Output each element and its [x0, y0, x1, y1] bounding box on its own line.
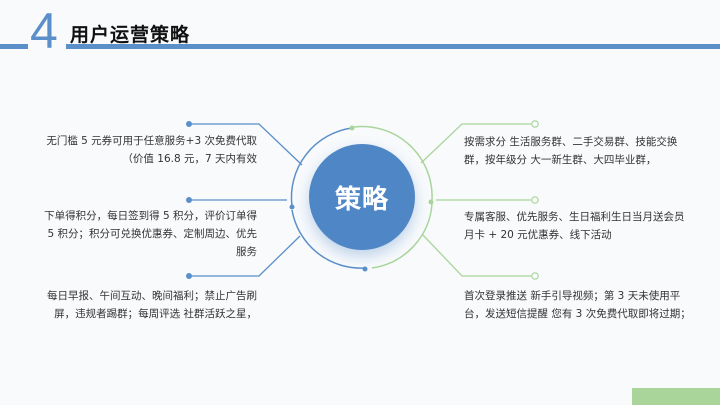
- ring-arc-right-bottom: [371, 203, 433, 269]
- page-title: 用户运营策略: [70, 24, 191, 46]
- right-item-1: 按需求分 生活服务群、二手交易群、技能交换群，按年级分 大一新生群、大四毕业群，: [464, 136, 678, 166]
- bullet-ring-icon: [531, 120, 539, 128]
- bullet-dot-icon: [186, 197, 192, 203]
- center-strategy-circle: 策略: [309, 144, 415, 250]
- right-item-3: 首次登录推送 新手引导视频；第 3 天未使用平台，发送短信提醒 您有 3 次免费…: [464, 290, 691, 320]
- bullet-dot-icon: [186, 273, 192, 279]
- ring-arc-left-top: [290, 127, 353, 207]
- header-rule-right: [66, 44, 720, 49]
- corner-accent-block: [632, 388, 720, 405]
- left-item-3: 每日早报、午间互动、晚间福利；禁止广告刷屏，违规者踢群；每周评选 社群活跃之星，: [47, 290, 257, 320]
- bullet-ring-icon: [531, 272, 539, 280]
- bullet-dot-icon: [186, 121, 192, 127]
- left-item-1: 无门槛 5 元券可用于任意服务+3 次免费代取（价值 16.8 元，7 天内有效: [46, 135, 257, 165]
- ring-arc-left-bottom: [291, 209, 366, 269]
- bullet-ring-icon: [531, 196, 539, 204]
- left-item-2: 下单得积分，每日签到得 5 积分，评价订单得 5 积分；积分可兑换优惠券、定制周…: [44, 210, 257, 258]
- section-number: 4: [30, 3, 58, 59]
- center-label: 策略: [334, 184, 389, 215]
- header-rule-left: [0, 44, 28, 49]
- ring-arc-right-top: [353, 125, 433, 201]
- right-item-2: 专属客服、优先服务、生日福利生日当月送会员月卡 + 20 元优惠券、线下活动: [464, 211, 685, 241]
